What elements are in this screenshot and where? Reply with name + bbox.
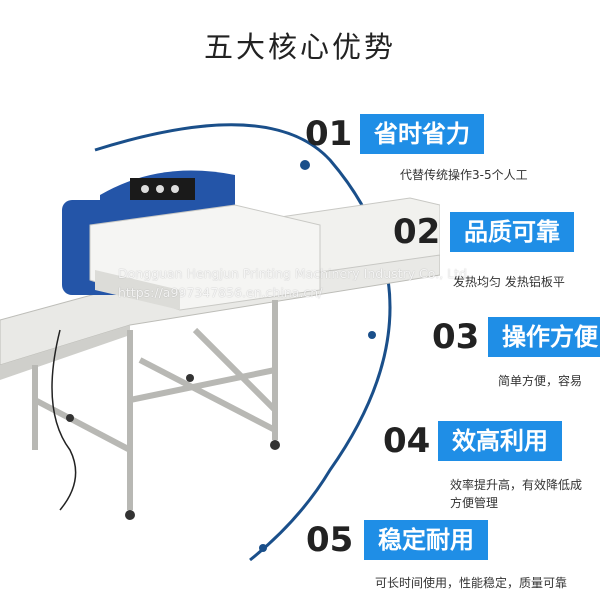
watermark-company: Dongguan Hengjun Printing Machinery Indu…: [118, 266, 471, 281]
feature-description: 方便管理: [450, 496, 499, 510]
feature-title-badge: 省时省力: [360, 114, 484, 154]
feature-title-badge: 操作方便: [488, 317, 600, 357]
feature-number: 02: [393, 212, 441, 252]
feature-description: 代替传统操作3-5个人工: [400, 168, 528, 182]
feature-number: 04: [383, 421, 431, 461]
feature-description: 发热均匀 发热铝板平: [453, 275, 565, 289]
watermark-url: https://a997347856.en.china.cn/: [118, 285, 323, 300]
feature-number: 05: [306, 520, 354, 560]
feature-description: 可长时间使用，性能稳定，质量可靠: [375, 576, 568, 590]
page-title: 五大核心优势: [203, 30, 396, 64]
feature-description: 简单方便，容易: [498, 374, 583, 388]
feature-title-badge: 效高利用: [438, 421, 562, 461]
feature-title-badge: 稳定耐用: [364, 520, 488, 560]
feature-description: 效率提升高，有效降低成: [450, 478, 583, 492]
feature-title-badge: 品质可靠: [450, 212, 574, 252]
feature-number: 01: [305, 114, 353, 154]
feature-number: 03: [432, 317, 480, 357]
heat-press-machine-image: [0, 170, 440, 520]
